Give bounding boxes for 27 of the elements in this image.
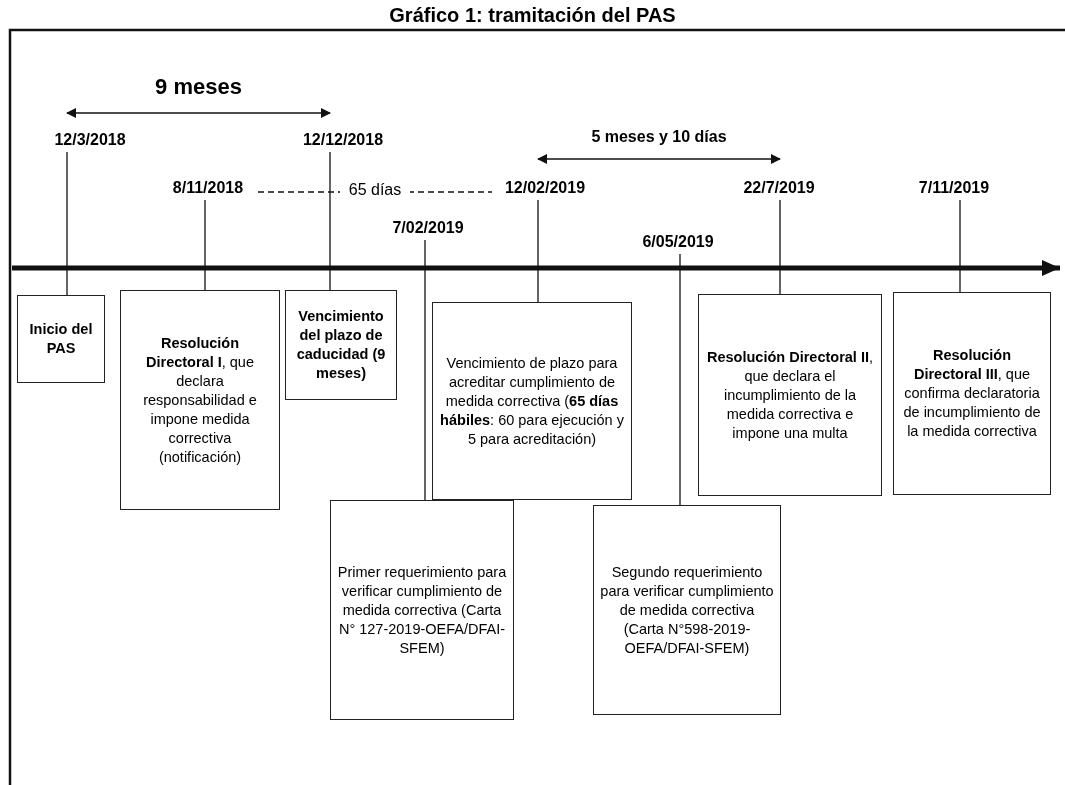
date-label: 12/3/2018 (40, 113, 140, 150)
date-label: 7/11/2019 (905, 178, 1003, 198)
event-box: Vencimiento de plazo para acreditar cumplimiento de medida correctiva (65 días hábiles: 60 para ejecución y 5 para acreditación) (432, 302, 632, 500)
connector-line (779, 199, 781, 295)
event-box: Resolución Directoral III, que confirma declaratoria de incumplimiento de la medida correctiva (893, 292, 1051, 495)
date-label: 7/02/2019 (378, 218, 478, 238)
title: Gráfico 1: tramitación del PAS (388, 4, 677, 27)
date-label: 6/05/2019 (628, 232, 728, 252)
connector-line (537, 199, 539, 303)
event-box: Resolución Directoral II, que declara el incumplimiento de la medida correctiva e impone una multa (698, 294, 882, 496)
connector-line (679, 253, 681, 506)
event-box: Resolución Directoral I, que declara responsabilidad e impone medida correctiva (notificación) (120, 290, 280, 510)
connector-line (329, 151, 331, 291)
connector-line (537, 154, 781, 164)
connector-line (959, 199, 961, 293)
date-label: 22/7/2019 (730, 159, 828, 198)
connector-line (424, 239, 426, 501)
connector-line (66, 151, 68, 296)
event-box: Primer requerimiento para verificar cumplimiento de medida correctiva (Carta N° 127-2019-OEFA/DFAI-SFEM) (330, 500, 514, 720)
date-label: 8/11/2018 (158, 178, 258, 198)
event-box: Vencimiento del plazo de caducidad (9 meses) (285, 290, 397, 400)
connector-line (204, 199, 206, 291)
date-label: 12/02/2019 (492, 159, 598, 198)
connector-line (66, 108, 331, 118)
event-box: Inicio del PAS (17, 295, 105, 383)
event-box: Segundo requerimiento para verificar cumplimiento de medida correctiva (Carta N°598-2019-OEFA/DFAI-SFEM) (593, 505, 781, 715)
date-label: 12/12/2018 (287, 113, 399, 150)
